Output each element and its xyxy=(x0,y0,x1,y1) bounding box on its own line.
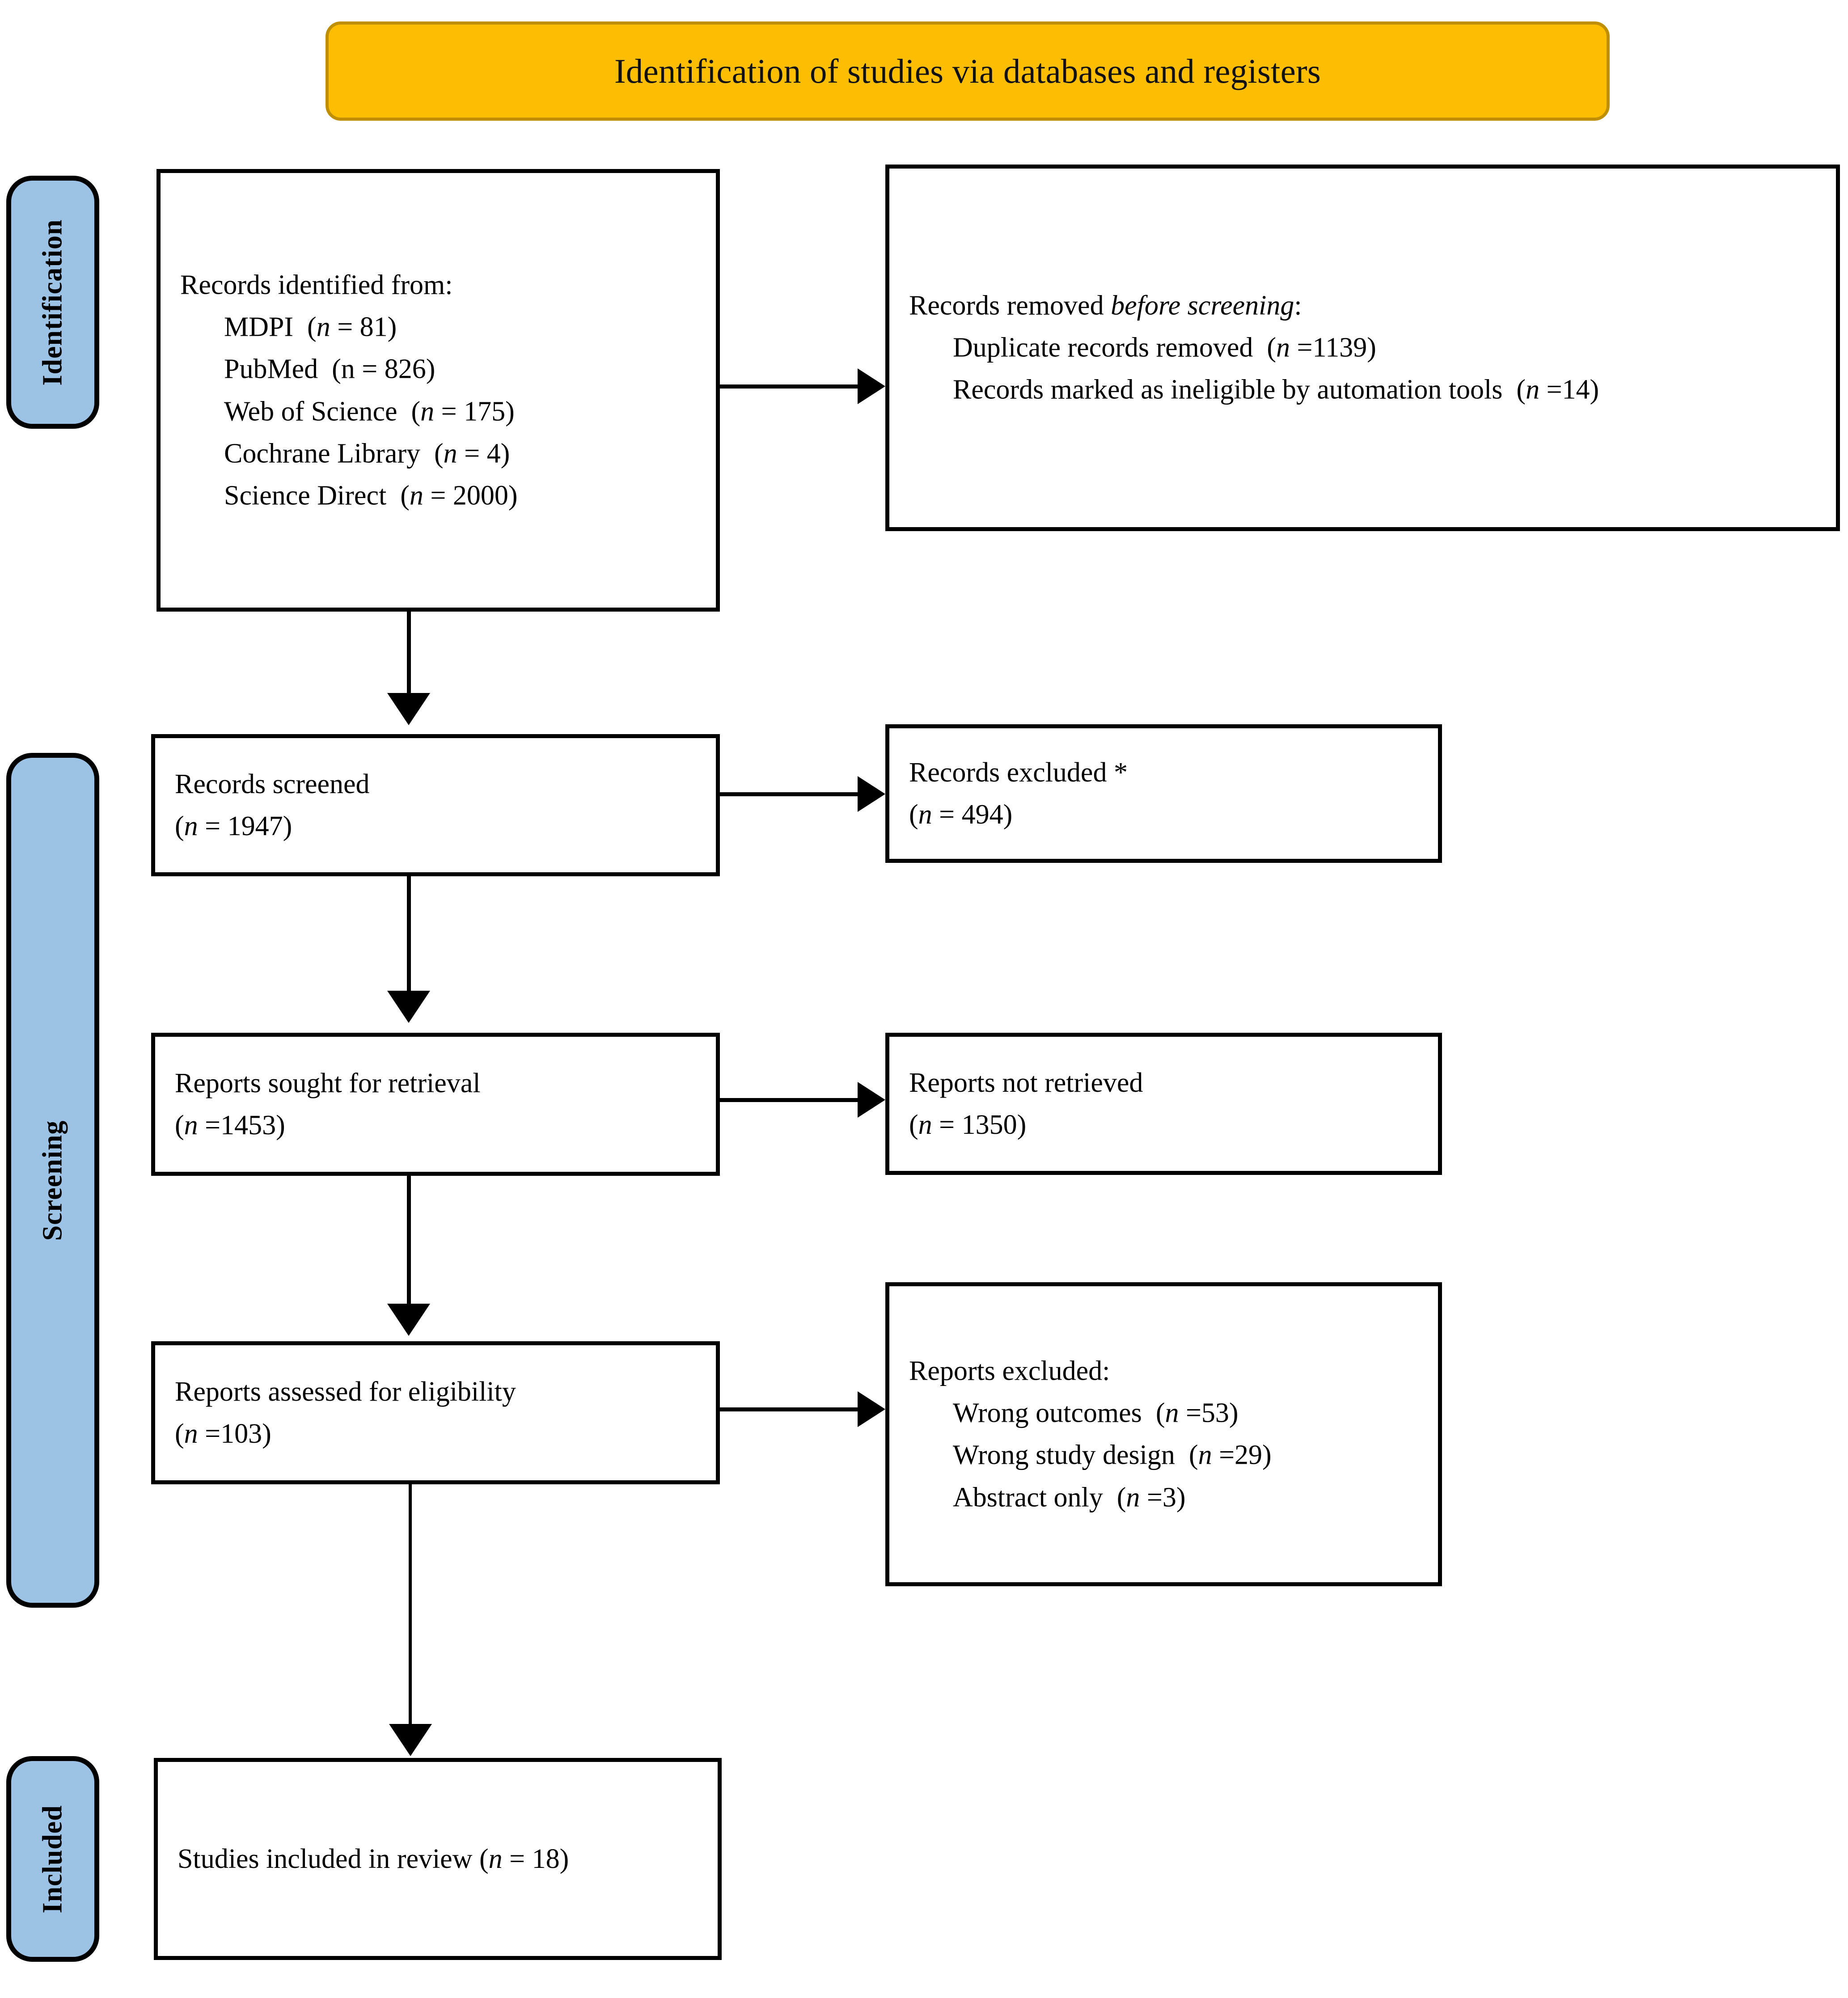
records-screened-label: Records screened xyxy=(175,769,370,799)
diagram-title-banner: Identification of studies via databases … xyxy=(326,21,1610,121)
arrow-shaft xyxy=(720,1407,859,1411)
arrow-shaft xyxy=(720,384,859,389)
reports-excluded-label-wrong-outcomes: Wrong outcomes xyxy=(953,1398,1142,1428)
reports-not-retrieved-label: Reports not retrieved xyxy=(909,1067,1143,1098)
source-row-web-of-science: Web of Science (n = 175) xyxy=(180,390,696,432)
reports-excluded-row-abstract-only: Abstract only (n =3) xyxy=(909,1476,1418,1518)
removed-count-duplicates: (n =1139) xyxy=(1267,332,1376,363)
arrow-shaft xyxy=(407,1176,411,1306)
reports-assessed-count: (n =103) xyxy=(175,1419,271,1449)
arrow-shaft xyxy=(409,1484,412,1727)
arrow-head-right-icon xyxy=(858,776,885,812)
reports-sought-count: (n =1453) xyxy=(175,1110,285,1141)
box-reports-sought-body: Reports sought for retrieval (n =1453) xyxy=(155,1062,716,1146)
stage-tab-screening: Screening xyxy=(6,753,99,1608)
box-records-identified-body: Records identified from: MDPI (n = 81) P… xyxy=(161,264,716,516)
stage-tab-included: Included xyxy=(6,1756,99,1962)
arrow-head-down-icon xyxy=(389,1724,432,1756)
stage-tab-included-label: Included xyxy=(37,1804,68,1914)
box-reports-assessed-body: Reports assessed for eligibility (n =103… xyxy=(155,1371,716,1455)
box-reports-not-retrieved: Reports not retrieved (n = 1350) xyxy=(885,1033,1442,1175)
source-row-pubmed: PubMed (n = 826) xyxy=(180,348,696,390)
source-row-cochrane-library: Cochrane Library (n = 4) xyxy=(180,432,696,474)
source-count-mdpi: (n = 81) xyxy=(307,312,397,342)
arrow-head-down-icon xyxy=(387,991,430,1023)
source-row-science-direct: Science Direct (n = 2000) xyxy=(180,474,696,516)
reports-excluded-label-abstract-only: Abstract only xyxy=(953,1482,1103,1513)
reports-excluded-count-wrong-study-design: (n =29) xyxy=(1188,1440,1272,1470)
source-row-mdpi: MDPI (n = 81) xyxy=(180,306,696,348)
removed-label-duplicates: Duplicate records removed xyxy=(953,332,1253,363)
box-records-removed-body: Records removed before screening: Duplic… xyxy=(889,285,1836,411)
removed-row-automation: Records marked as ineligible by automati… xyxy=(909,369,1816,411)
records-excluded-count: (n = 494) xyxy=(909,799,1013,830)
box-records-screened-body: Records screened (n = 1947) xyxy=(155,763,716,847)
reports-assessed-label: Reports assessed for eligibility xyxy=(175,1376,516,1407)
reports-excluded-count-wrong-outcomes: (n =53) xyxy=(1155,1398,1239,1428)
arrow-head-down-icon xyxy=(387,693,430,725)
records-removed-heading: Records removed before screening: xyxy=(909,290,1302,321)
reports-excluded-label-wrong-study-design: Wrong study design xyxy=(953,1440,1175,1470)
box-reports-excluded: Reports excluded: Wrong outcomes (n =53)… xyxy=(885,1282,1442,1586)
box-records-screened: Records screened (n = 1947) xyxy=(151,734,720,876)
source-label-mdpi: MDPI xyxy=(224,312,294,342)
source-count-web-of-science: (n = 175) xyxy=(411,396,515,427)
reports-excluded-heading: Reports excluded: xyxy=(909,1356,1110,1386)
arrow-head-right-icon xyxy=(858,368,885,404)
reports-excluded-count-abstract-only: (n =3) xyxy=(1116,1482,1186,1513)
records-excluded-label: Records excluded * xyxy=(909,757,1128,788)
removed-row-duplicates: Duplicate records removed (n =1139) xyxy=(909,327,1816,369)
reports-sought-label: Reports sought for retrieval xyxy=(175,1068,481,1098)
arrow-shaft xyxy=(407,612,411,696)
arrow-head-right-icon xyxy=(858,1391,885,1427)
reports-not-retrieved-count: (n = 1350) xyxy=(909,1110,1027,1140)
removed-label-automation: Records marked as ineligible by automati… xyxy=(953,375,1503,406)
source-label-web-of-science: Web of Science xyxy=(224,396,398,427)
records-screened-count: (n = 1947) xyxy=(175,811,292,841)
arrow-shaft xyxy=(407,876,411,993)
source-label-pubmed: PubMed xyxy=(224,354,318,384)
box-reports-not-retrieved-body: Reports not retrieved (n = 1350) xyxy=(889,1062,1438,1146)
source-label-cochrane-library: Cochrane Library xyxy=(224,438,420,469)
stage-tab-identification-label: Identification xyxy=(37,219,68,386)
diagram-title: Identification of studies via databases … xyxy=(614,51,1321,90)
box-reports-assessed: Reports assessed for eligibility (n =103… xyxy=(151,1341,720,1484)
before-screening-emphasis: before screening xyxy=(1111,290,1294,321)
reports-excluded-row-wrong-outcomes: Wrong outcomes (n =53) xyxy=(909,1392,1418,1434)
studies-included-label: Studies included in review (n = 18) xyxy=(178,1843,569,1874)
reports-excluded-row-wrong-study-design: Wrong study design (n =29) xyxy=(909,1434,1418,1476)
box-records-removed: Records removed before screening: Duplic… xyxy=(885,165,1840,531)
box-reports-excluded-body: Reports excluded: Wrong outcomes (n =53)… xyxy=(889,1350,1438,1519)
source-label-science-direct: Science Direct xyxy=(224,480,387,511)
box-records-identified: Records identified from: MDPI (n = 81) P… xyxy=(156,169,720,612)
source-count-cochrane-library: (n = 4) xyxy=(434,438,510,469)
box-studies-included: Studies included in review (n = 18) xyxy=(154,1758,722,1960)
records-identified-heading: Records identified from: xyxy=(180,270,453,300)
arrow-shaft xyxy=(720,792,859,796)
box-reports-sought: Reports sought for retrieval (n =1453) xyxy=(151,1033,720,1176)
arrow-shaft xyxy=(720,1098,859,1102)
box-studies-included-body: Studies included in review (n = 18) xyxy=(158,1838,718,1880)
removed-count-automation: (n =14) xyxy=(1516,375,1599,406)
source-count-pubmed: (n = 826) xyxy=(332,354,436,384)
stage-tab-screening-label: Screening xyxy=(37,1120,68,1241)
stage-tab-identification: Identification xyxy=(6,176,99,429)
arrow-head-down-icon xyxy=(387,1304,430,1336)
box-records-excluded-body: Records excluded * (n = 494) xyxy=(889,752,1438,836)
box-records-excluded: Records excluded * (n = 494) xyxy=(885,724,1442,863)
arrow-head-right-icon xyxy=(858,1082,885,1118)
source-count-science-direct: (n = 2000) xyxy=(400,480,518,511)
